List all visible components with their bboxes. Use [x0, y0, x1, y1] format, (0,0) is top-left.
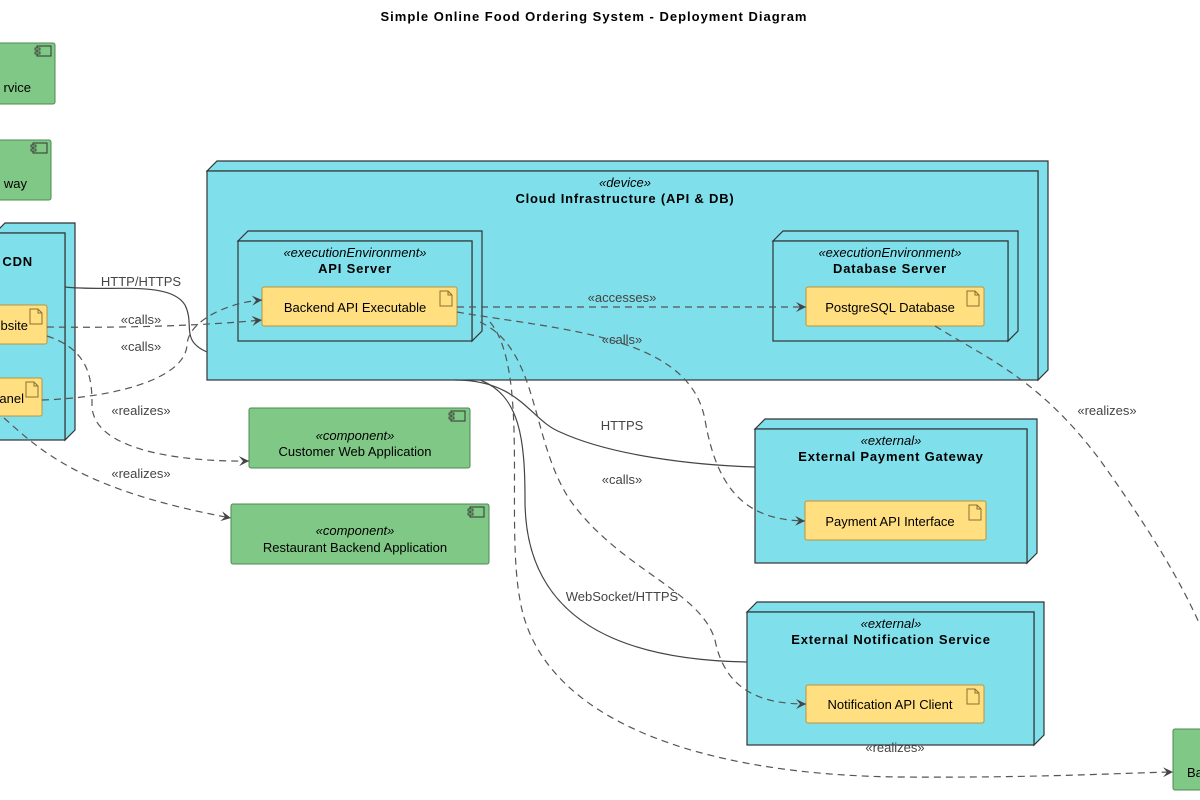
edge-realizes-backend: [489, 321, 1174, 778]
partial-component-bottom-right[interactable]: Ba: [1172, 728, 1200, 791]
partial-component-gateway[interactable]: way: [0, 139, 52, 201]
svg-text:«component»: «component»: [316, 523, 395, 538]
edge-label-realizes: «realizes»: [111, 403, 170, 418]
svg-text:Database Server: Database Server: [833, 261, 947, 276]
artifact-payment-api[interactable]: Payment API Interface: [804, 500, 987, 541]
artifact-notification-client[interactable]: Notification API Client: [805, 684, 985, 724]
external-payment-gateway-node[interactable]: «external» External Payment Gateway: [753, 418, 1038, 565]
edge-label-accesses: «accesses»: [588, 290, 657, 305]
edge-label-calls: «calls»: [121, 312, 161, 327]
svg-text:anel: anel: [0, 391, 24, 406]
svg-text:Cloud Infrastructure (API & DB: Cloud Infrastructure (API & DB): [515, 191, 734, 206]
svg-text:PostgreSQL Database: PostgreSQL Database: [825, 300, 955, 315]
svg-text:«external»: «external»: [861, 433, 922, 448]
artifact-website[interactable]: bsite: [0, 304, 48, 345]
component-customer-web-app[interactable]: «component» Customer Web Application: [248, 407, 471, 469]
svg-text:«external»: «external»: [861, 616, 922, 631]
svg-text:«device»: «device»: [599, 175, 651, 190]
edge-calls-website: [46, 315, 263, 328]
edge-http: [64, 286, 208, 353]
svg-text:Backend API Executable: Backend API Executable: [284, 300, 426, 315]
svg-text:«executionEnvironment»: «executionEnvironment»: [818, 245, 961, 260]
svg-text:Notification API Client: Notification API Client: [827, 697, 952, 712]
edge-realizes-customer: [46, 335, 250, 467]
artifact-postgresql[interactable]: PostgreSQL Database: [805, 286, 985, 327]
artifact-panel[interactable]: anel: [0, 377, 43, 417]
edge-label-calls: «calls»: [121, 339, 161, 354]
svg-text:bsite: bsite: [1, 318, 28, 333]
svg-text:External Notification Service: External Notification Service: [791, 632, 990, 647]
svg-text:Ba: Ba: [1187, 765, 1200, 780]
svg-text:API Server: API Server: [318, 261, 392, 276]
svg-text:Restaurant Backend Application: Restaurant Backend Application: [263, 540, 447, 555]
edge-calls-panel: [41, 295, 263, 401]
svg-text:Customer Web Application: Customer Web Application: [279, 444, 432, 459]
component-restaurant-backend-app[interactable]: «component» Restaurant Backend Applicati…: [230, 503, 490, 565]
edge-label-https: HTTPS: [601, 418, 644, 433]
svg-text:«executionEnvironment»: «executionEnvironment»: [283, 245, 426, 260]
edge-label-realizes: «realizes»: [865, 740, 924, 755]
svg-text:External Payment Gateway: External Payment Gateway: [798, 449, 983, 464]
svg-text:«component»: «component»: [316, 428, 395, 443]
edge-label-calls: «calls»: [602, 332, 642, 347]
edge-calls-notification: [479, 321, 807, 709]
svg-text:way: way: [3, 176, 28, 191]
edge-label-http: HTTP/HTTPS: [101, 274, 181, 289]
edge-calls-payment: [456, 311, 806, 526]
edge-websocket: [479, 379, 748, 663]
edge-https: [454, 379, 756, 468]
diagram-title: Simple Online Food Ordering System - Dep…: [380, 9, 807, 24]
external-notification-service-node[interactable]: «external» External Notification Service: [745, 601, 1045, 747]
edge-realizes-restaurant: [3, 417, 232, 522]
partial-component-service[interactable]: rvice: [0, 42, 56, 105]
artifact-backend-api[interactable]: Backend API Executable: [261, 286, 458, 327]
svg-text:CDN: CDN: [2, 254, 33, 269]
svg-text:rvice: rvice: [4, 80, 31, 95]
edge-label-websocket: WebSocket/HTTPS: [566, 589, 679, 604]
edge-label-calls: «calls»: [602, 472, 642, 487]
svg-text:Payment API Interface: Payment API Interface: [825, 514, 954, 529]
edge-label-realizes: «realizes»: [111, 466, 170, 481]
edge-label-realizes: «realizes»: [1077, 403, 1136, 418]
